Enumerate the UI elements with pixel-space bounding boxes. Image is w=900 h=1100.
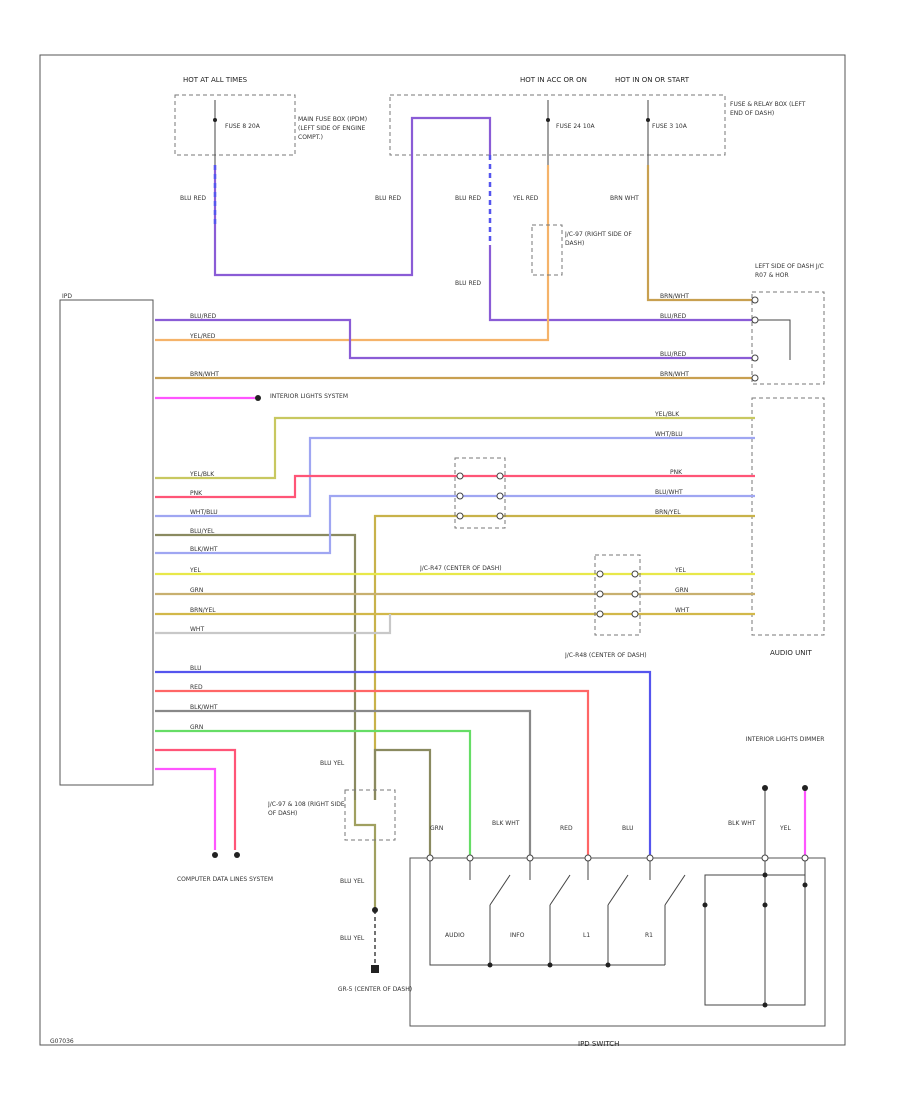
- switch-wire-label-yel: YEL: [779, 825, 791, 832]
- wire-label-blu-red-4: BLU RED: [455, 280, 481, 287]
- wire-grn: [155, 729, 472, 858]
- wire-label-blu-red-1: BLU RED: [180, 195, 206, 202]
- wire-label-yel-red: YEL RED: [512, 195, 539, 202]
- switch-audio-label: AUDIO: [445, 932, 465, 939]
- gr-center-note: GR-5 (CENTER OF DASH): [338, 986, 412, 993]
- wire-blu-red-ipd: [155, 318, 755, 360]
- ipd-wire-label-blkwht2: BLK/WHT: [190, 704, 218, 711]
- computer-data-lines-note: COMPUTER DATA LINES SYSTEM: [177, 876, 273, 883]
- audio-unit-label: AUDIO UNIT: [770, 649, 813, 657]
- audio-wire-label-wht: WHT: [675, 607, 689, 614]
- jc-right-lower-note: J/C-97 & 108 (RIGHT SIDE OF DASH): [268, 801, 345, 817]
- audio-wire-label-pnk: PNK: [670, 469, 683, 476]
- audio-wire-label-blu2: BLU/RED: [660, 351, 687, 358]
- ipd-wire-label-grn: GRN: [190, 587, 203, 594]
- ipd-wire-label-yel: YEL: [189, 567, 201, 574]
- ground-wire-label-1: BLU YEL: [320, 760, 345, 767]
- audio-wire-label-brn: BRN/WHT: [660, 371, 689, 378]
- wire-data-pnk: [155, 748, 237, 850]
- ipd-wire-label-2: YEL/RED: [189, 333, 216, 340]
- interior-lights-note: INTERIOR LIGHTS SYSTEM: [270, 393, 348, 400]
- audio-wire-label-whtblu: WHT/BLU: [655, 431, 683, 438]
- switch-wire-label-red: RED: [560, 825, 573, 832]
- jc-r48-box: [594, 554, 641, 636]
- wire-yel-red: [155, 165, 550, 342]
- fuse-24-label: FUSE 24 10A: [556, 123, 596, 130]
- switch-wire-label-grn: GRN: [430, 825, 443, 832]
- ipd-wire-label-blkwht: BLK/WHT: [190, 546, 218, 553]
- audio-unit-box: [751, 397, 825, 636]
- main-fuse-box: [174, 94, 296, 156]
- left-side-dash-note: LEFT SIDE OF DASH J/C R07 & HOR: [755, 263, 824, 279]
- ipd-module: [59, 299, 154, 786]
- ipd-label: IPD: [62, 293, 72, 300]
- ground-wire-label-3: BLU YEL: [340, 935, 365, 942]
- fuse-relay-box-note: FUSE & RELAY BOX (LEFT END OF DASH): [730, 101, 805, 117]
- wire-pnk: [155, 474, 755, 499]
- wire-label-blu-red-3: BLU RED: [455, 195, 481, 202]
- ipd-wire-label-grn2: GRN: [190, 724, 203, 731]
- ipd-wire-label-1: BLU/RED: [190, 313, 217, 320]
- wire-blk-yel-lower: [373, 748, 432, 858]
- footer-code: G07036: [50, 1038, 74, 1045]
- audio-wire-label-grn: GRN: [675, 587, 688, 594]
- jc-right-side-note: J/C-97 (RIGHT SIDE OF DASH): [565, 231, 632, 247]
- illumination-block: [704, 874, 806, 1006]
- ipd-wire-label-wht: WHT: [190, 626, 204, 633]
- wire-blu: [155, 670, 652, 858]
- wire-blu-red-main: [213, 116, 492, 277]
- ground-wire-label-2: BLU YEL: [340, 878, 365, 885]
- wire-brn-wht-top: [646, 165, 755, 302]
- wire-label-blu-red-2: BLU RED: [375, 195, 401, 202]
- audio-wire-label-bluwht: BLU/WHT: [655, 489, 683, 496]
- switch-l-label: L1: [583, 932, 590, 939]
- switch-wire-label-blkwht2: BLK WHT: [728, 820, 756, 827]
- interior-lights-dimmer-note: INTERIOR LIGHTS DIMMER: [746, 736, 825, 743]
- wire-blu-wht: [155, 494, 755, 555]
- fuse-8-label: FUSE 8 20A: [225, 123, 261, 130]
- audio-wire-label-brnyel: BRN/YEL: [655, 509, 681, 516]
- switch-wire-label-blkwht: BLK WHT: [492, 820, 520, 827]
- hot-in-acc-label: HOT IN ACC OR ON: [520, 76, 587, 84]
- jc-right-lower-box: [344, 789, 396, 841]
- ipd-switch-label: IPD SWITCH: [578, 1040, 619, 1048]
- ipd-wire-label-3: BRN/WHT: [190, 371, 219, 378]
- ipd-wire-label-yelblk: YEL/BLK: [189, 471, 215, 478]
- switch-wire-label-blu: BLU: [622, 825, 634, 832]
- ipd-wire-label-red: RED: [190, 684, 203, 691]
- wire-data-pink: [155, 767, 217, 850]
- wire-brn-yel: [373, 514, 755, 800]
- audio-wire-label-yel: YEL: [674, 567, 686, 574]
- wire-label-brn-wht: BRN WHT: [610, 195, 639, 202]
- diagram-frame: [39, 54, 846, 1046]
- wire-blk-wht: [155, 709, 532, 858]
- audio-wire-label-brn2: BRN/WHT: [660, 293, 689, 300]
- wire-wht: [155, 614, 392, 635]
- switch-r-label: R1: [645, 932, 653, 939]
- hot-in-on-label: HOT IN ON OR START: [615, 76, 690, 84]
- ipd-wire-label-blu: BLU: [190, 665, 202, 672]
- wire-red: [155, 689, 590, 858]
- audio-wire-label-blu1: BLU/RED: [660, 313, 687, 320]
- ipd-wire-label-pnk: PNK: [190, 490, 203, 497]
- wire-yel-blk: [155, 416, 755, 480]
- jc-r47-box: [454, 457, 506, 529]
- jc-r48-note: J/C-R48 (CENTER OF DASH): [565, 652, 647, 659]
- audio-wire-label-yelblk: YEL/BLK: [654, 411, 680, 418]
- ipd-switch-box: [409, 857, 826, 1027]
- ipd-wire-label-brnyel2: BRN/YEL: [190, 607, 216, 614]
- fuse-3-label: FUSE 3 10A: [652, 123, 688, 130]
- hot-at-all-times-label: HOT AT ALL TIMES: [183, 76, 248, 84]
- fuse-relay-box: [389, 94, 726, 156]
- ipd-wire-label-whtblu: WHT/BLU: [190, 509, 218, 516]
- main-fuse-box-note: MAIN FUSE BOX (IPDM) (LEFT SIDE OF ENGIN…: [298, 116, 367, 141]
- switch-info-label: INFO: [510, 932, 525, 939]
- jc-r47-note: J/C-R47 (CENTER OF DASH): [420, 565, 502, 572]
- ipd-wire-label-bluyel: BLU/YEL: [190, 528, 215, 535]
